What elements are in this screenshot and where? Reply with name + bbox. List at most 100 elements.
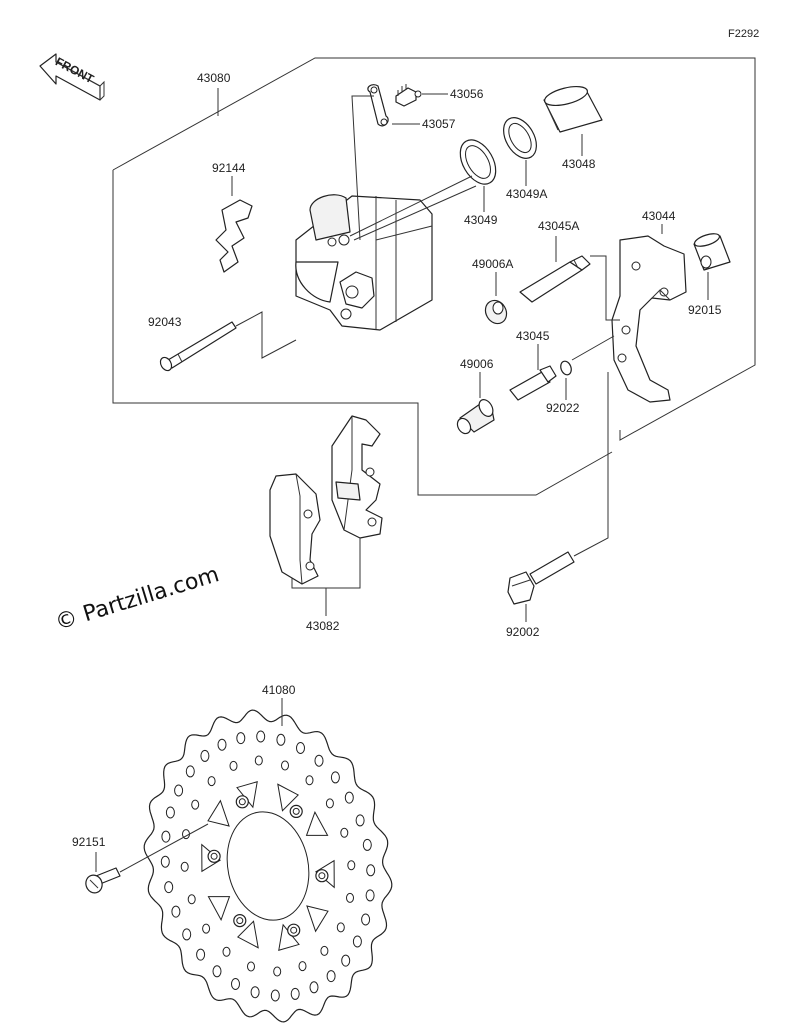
pad-pin bbox=[159, 321, 237, 372]
disc-vent-hole bbox=[236, 732, 246, 745]
disc-vent-hole bbox=[290, 987, 300, 1000]
brake-disc bbox=[143, 709, 393, 1023]
caliper-bolt bbox=[507, 551, 575, 605]
piston-dust-seal bbox=[503, 117, 537, 159]
label-43080: 43080 bbox=[197, 71, 231, 85]
disc-vent-hole bbox=[185, 765, 195, 778]
disc-vent-hole bbox=[174, 784, 184, 797]
diagram-code: F2292 bbox=[728, 28, 759, 40]
disc-bolt-hole-inner bbox=[236, 917, 244, 925]
label-43049: 43049 bbox=[464, 213, 498, 227]
disc-vent-hole bbox=[231, 978, 240, 990]
label-43082: 43082 bbox=[306, 619, 340, 633]
disc-vent-hole bbox=[325, 798, 334, 809]
disc-vent-hole bbox=[298, 961, 307, 972]
label-92151: 92151 bbox=[72, 835, 106, 849]
disc-bolt-hole-inner bbox=[290, 926, 298, 934]
boot-a bbox=[484, 299, 508, 325]
label-92022: 92022 bbox=[546, 401, 580, 415]
disc-vent-hole bbox=[362, 838, 372, 851]
piston-seal bbox=[459, 139, 497, 185]
disc-vent-hole bbox=[309, 981, 319, 994]
disc-cutout bbox=[306, 905, 329, 933]
bracket-bushing bbox=[693, 233, 731, 271]
brake-pad-right bbox=[331, 415, 383, 539]
disc-vent-hole bbox=[191, 799, 200, 810]
disc-vent-hole bbox=[247, 961, 255, 972]
disc-vent-hole bbox=[281, 760, 289, 771]
disc-vent-hole bbox=[340, 827, 349, 838]
disc-vent-hole bbox=[366, 864, 376, 877]
disc-vent-hole bbox=[365, 889, 375, 902]
caliper-bracket bbox=[611, 235, 687, 403]
disc-vent-hole bbox=[361, 913, 371, 926]
label-43049a: 43049A bbox=[506, 187, 547, 201]
disc-vent-hole bbox=[256, 730, 266, 743]
assembly-outline bbox=[112, 57, 756, 496]
disc-cutout bbox=[237, 920, 259, 949]
disc-vent-hole bbox=[207, 776, 216, 787]
caliper-body bbox=[295, 175, 477, 331]
label-92015: 92015 bbox=[688, 303, 722, 317]
disc-vent-hole bbox=[320, 945, 329, 956]
disc-vent-hole bbox=[296, 742, 305, 754]
disc-vent-hole bbox=[250, 986, 260, 999]
disc-vent-hole bbox=[222, 946, 231, 957]
label-92043: 92043 bbox=[148, 315, 182, 329]
disc-vent-hole bbox=[344, 791, 354, 804]
disc-vent-hole bbox=[217, 738, 227, 751]
disc-vent-hole bbox=[200, 749, 210, 762]
slide-pin-short bbox=[509, 365, 557, 401]
disc-vent-hole bbox=[160, 855, 170, 868]
label-43045: 43045 bbox=[516, 329, 550, 343]
disc-vent-hole bbox=[336, 922, 345, 933]
disc-bolt-hole-inner bbox=[292, 807, 300, 815]
disc-vent-hole bbox=[326, 970, 336, 983]
label-43057: 43057 bbox=[422, 117, 456, 131]
disc-cutout bbox=[207, 896, 231, 922]
label-49006a: 49006A bbox=[472, 257, 513, 271]
caliper-piston bbox=[543, 85, 603, 133]
disc-vent-hole bbox=[182, 928, 192, 941]
disc-vent-hole bbox=[212, 965, 222, 978]
disc-bolt-hole-inner bbox=[318, 872, 326, 880]
disc-vent-hole bbox=[305, 775, 314, 786]
disc-vent-hole bbox=[171, 905, 181, 918]
disc-vent-hole bbox=[229, 760, 238, 771]
disc-vent-hole bbox=[330, 771, 340, 784]
disc-vent-hole bbox=[347, 860, 356, 871]
bleeder-cap bbox=[367, 84, 389, 127]
disc-vent-hole bbox=[164, 881, 174, 894]
disc-vent-hole bbox=[161, 830, 171, 843]
disc-vent-hole bbox=[187, 894, 196, 905]
front-arrow-icon: FRONT bbox=[39, 53, 105, 101]
disc-screw bbox=[85, 867, 121, 894]
disc-vent-hole bbox=[273, 966, 282, 977]
disc-cutout bbox=[277, 783, 299, 812]
disc-vent-hole bbox=[314, 754, 324, 767]
disc-center-bore bbox=[226, 811, 310, 921]
disc-vent-hole bbox=[341, 954, 351, 967]
label-43056: 43056 bbox=[450, 87, 484, 101]
disc-vent-hole bbox=[196, 948, 206, 961]
boot bbox=[456, 399, 495, 435]
pad-spring bbox=[215, 199, 253, 273]
disc-vent-hole bbox=[180, 861, 189, 872]
bleeder-valve bbox=[395, 84, 422, 107]
label-43044: 43044 bbox=[642, 209, 676, 223]
disc-vent-hole bbox=[355, 814, 365, 827]
label-92144: 92144 bbox=[212, 161, 246, 175]
label-41080: 41080 bbox=[262, 683, 296, 697]
disc-bolt-hole-inner bbox=[210, 852, 218, 860]
label-43048: 43048 bbox=[562, 157, 596, 171]
brake-pad-left bbox=[269, 473, 321, 585]
disc-vent-hole bbox=[352, 935, 362, 948]
label-43045a: 43045A bbox=[538, 219, 579, 233]
disc-vent-hole bbox=[202, 923, 211, 934]
disc-cutout bbox=[305, 810, 329, 836]
disc-vent-hole bbox=[346, 892, 354, 903]
disc-vent-hole bbox=[270, 989, 280, 1002]
disc-vent-hole bbox=[276, 733, 286, 746]
washer bbox=[560, 360, 572, 376]
